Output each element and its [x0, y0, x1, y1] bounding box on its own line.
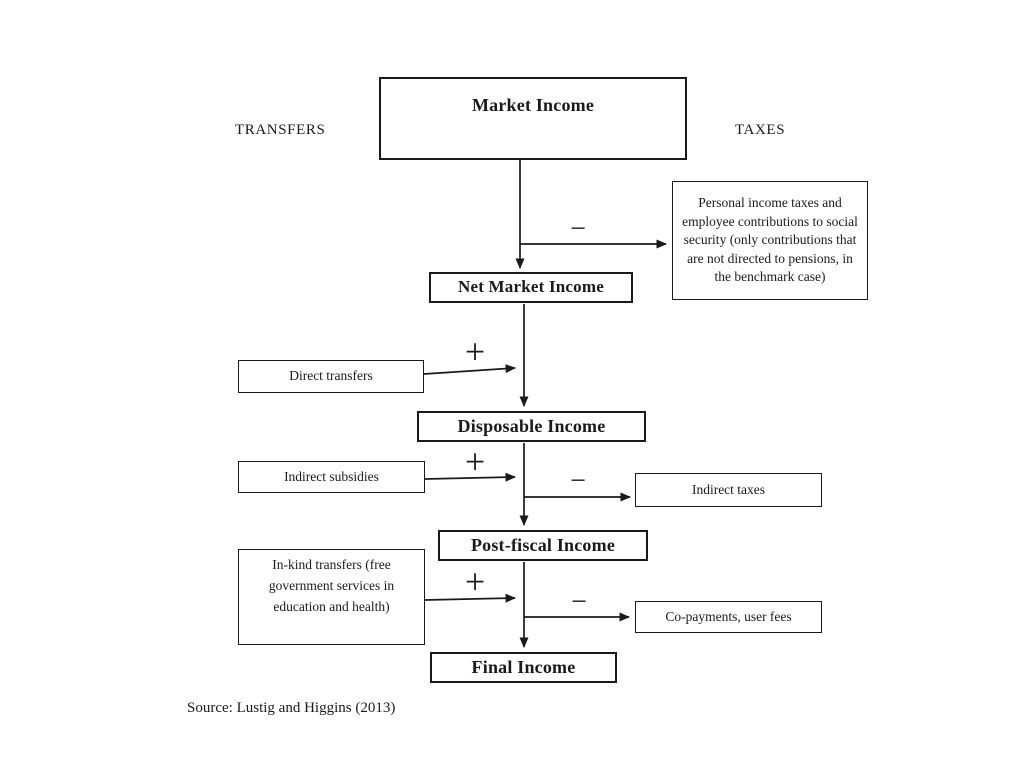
node-net-market-income: Net Market Income — [429, 272, 633, 303]
node-personal-income-taxes: Personal income taxes and employee contr… — [672, 181, 868, 300]
node-post-fiscal-income-label: Post-fiscal Income — [470, 535, 616, 556]
node-market-income: Market Income — [379, 77, 687, 160]
node-indirect-taxes: Indirect taxes — [635, 473, 822, 507]
node-in-kind-transfers: In-kind transfers (free government servi… — [238, 549, 425, 645]
node-in-kind-transfers-label: In-kind transfers (free government servi… — [268, 557, 395, 614]
operator-plus-indirect-subsidies: + — [464, 441, 486, 482]
node-co-payments-label: Co-payments, user fees — [665, 608, 792, 624]
taxes-column-label: TAXES — [735, 122, 786, 138]
transfers-column-label: TRANSFERS — [235, 122, 326, 138]
node-indirect-taxes-label: Indirect taxes — [691, 481, 766, 497]
node-net-market-income-label: Net Market Income — [458, 277, 604, 297]
node-market-income-label: Market Income — [471, 95, 595, 115]
node-personal-income-taxes-label: Personal income taxes and employee contr… — [682, 194, 858, 285]
operator-plus-in-kind-transfers: + — [464, 561, 486, 602]
operator-plus-direct-transfers: + — [464, 331, 486, 372]
node-final-income: Final Income — [430, 652, 617, 683]
node-disposable-income: Disposable Income — [417, 411, 646, 442]
node-direct-transfers-label: Direct transfers — [289, 368, 373, 384]
operator-minus-indirect-taxes: − — [570, 465, 586, 497]
source-citation: Source: Lustig and Higgins (2013) — [187, 700, 396, 716]
node-indirect-subsidies-label: Indirect subsidies — [284, 468, 379, 484]
node-final-income-label: Final Income — [471, 657, 576, 678]
node-direct-transfers: Direct transfers — [238, 360, 424, 393]
operator-minus-co-payments: − — [571, 586, 587, 618]
node-disposable-income-label: Disposable Income — [457, 416, 606, 437]
node-indirect-subsidies: Indirect subsidies — [238, 461, 425, 493]
operator-minus-personal-taxes: − — [570, 213, 586, 245]
node-post-fiscal-income: Post-fiscal Income — [438, 530, 648, 561]
node-co-payments: Co-payments, user fees — [635, 601, 822, 633]
